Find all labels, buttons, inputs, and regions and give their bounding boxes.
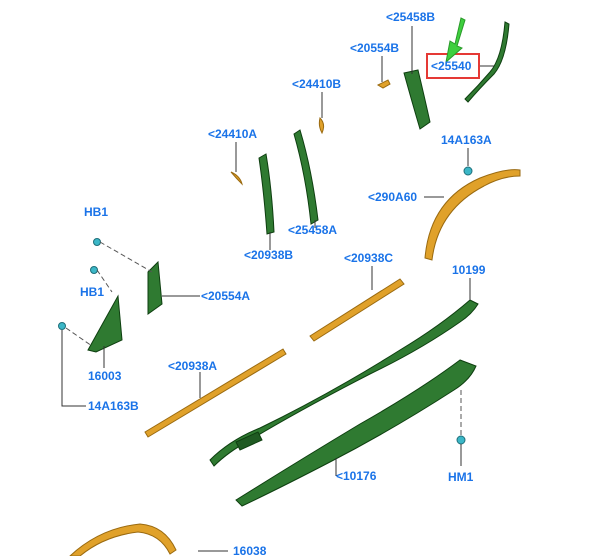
label-14a163b[interactable]: 14A163B: [88, 399, 139, 413]
part-20938a-strip: [144, 348, 287, 438]
part-25458b-strip: [464, 21, 510, 103]
label-10176[interactable]: <10176: [336, 469, 377, 483]
part-16038-arch: [69, 523, 177, 556]
part-10199-sill: [209, 299, 479, 467]
hb1-clip-top: [93, 238, 101, 246]
label-20938b[interactable]: <20938B: [244, 248, 293, 262]
label-24410a[interactable]: <24410A: [208, 127, 257, 141]
part-24410b-clip: [318, 117, 325, 135]
label-25540[interactable]: <25540: [431, 59, 472, 73]
part-290a60-arch: [424, 169, 521, 261]
part-24410a-clip: [230, 171, 243, 186]
label-20938a[interactable]: <20938A: [168, 359, 217, 373]
label-hb1-top[interactable]: HB1: [84, 205, 108, 219]
dash-hb1-bottom: [96, 269, 113, 293]
label-hb1-bottom[interactable]: HB1: [80, 285, 104, 299]
part-20554b-clip: [376, 79, 391, 89]
label-20938c[interactable]: <20938C: [344, 251, 393, 265]
part-14a163a-clip: [463, 166, 473, 176]
part-25540-bracket: [403, 69, 431, 130]
hb1-clip-bottom: [90, 266, 98, 274]
part-10199-detail: [235, 431, 263, 451]
leader-14a163b: [61, 330, 86, 407]
dash-hb1-top: [99, 241, 153, 273]
part-20938b-pillar: [258, 153, 275, 235]
label-20554a[interactable]: <20554A: [201, 289, 250, 303]
dash-14a163b: [65, 327, 93, 347]
label-hm1[interactable]: HM1: [448, 470, 474, 484]
part-25458a-pillar: [293, 129, 319, 225]
part-20938c-strip: [309, 278, 405, 342]
label-20554b[interactable]: <20554B: [350, 41, 399, 55]
part-20554a-trim: [147, 260, 163, 315]
label-25458a[interactable]: <25458A: [288, 223, 337, 237]
green-arrow-icon: [445, 17, 466, 64]
part-10176-sill: [235, 359, 477, 507]
label-290a60[interactable]: <290A60: [368, 190, 417, 204]
label-25458b-top[interactable]: <25458B: [386, 10, 435, 24]
label-16038[interactable]: 16038: [233, 544, 267, 556]
label-14a163a[interactable]: 14A163A: [441, 133, 492, 147]
part-14a163b-clip: [58, 322, 66, 330]
label-10199[interactable]: 10199: [452, 263, 486, 277]
hm1-clip: [456, 435, 466, 445]
label-24410b[interactable]: <24410B: [292, 77, 341, 91]
label-16003[interactable]: 16003: [88, 369, 122, 383]
part-16003-trim: [87, 294, 123, 353]
